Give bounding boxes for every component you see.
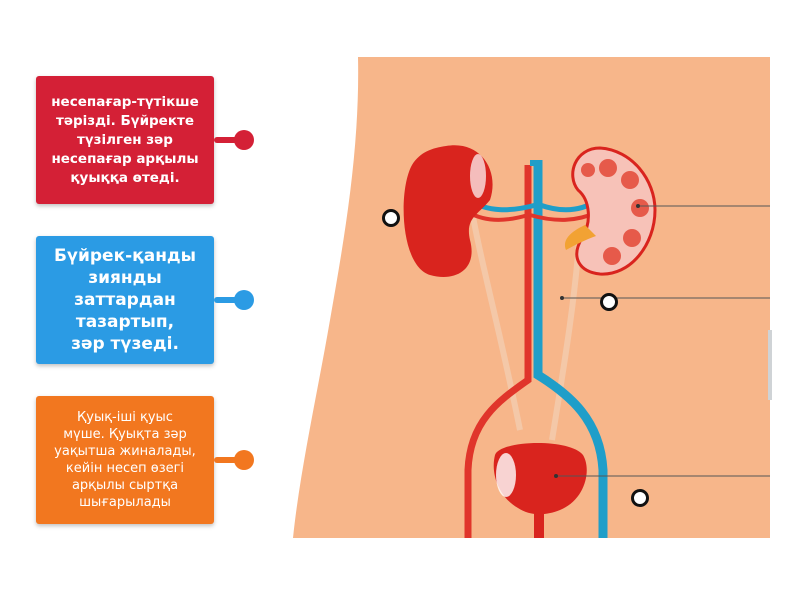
bladder-card-handle[interactable] <box>234 450 254 470</box>
bladder-description-text: Қуық-іші қуыс мүше. Қуықта зәр уақытша ж… <box>54 410 196 510</box>
bladder-highlight <box>496 453 516 497</box>
left-kidney-highlight <box>470 154 486 198</box>
kidney-description-text: Бүйрек-қанды зиянды заттардан тазартып, … <box>53 246 197 354</box>
ureter-card-handle[interactable] <box>234 130 254 150</box>
vena-cava <box>533 160 608 538</box>
bladder-card-connector <box>214 457 244 463</box>
pointer-dot-kidney <box>636 204 640 208</box>
ureter-card-connector <box>214 137 244 143</box>
pointer-dot-bladder <box>554 474 558 478</box>
aorta <box>464 165 532 538</box>
ureter-description-card[interactable]: несепағар-түтікше тәрізді. Бүйректе түзі… <box>36 76 214 204</box>
ureter-description-text: несепағар-түтікше тәрізді. Бүйректе түзі… <box>51 93 199 186</box>
kidney-description-card[interactable]: Бүйрек-қанды зиянды заттардан тазартып, … <box>36 236 214 364</box>
kidney-card-handle[interactable] <box>234 290 254 310</box>
bladder <box>493 442 587 515</box>
urethra <box>534 512 544 538</box>
pointer-dot-ureter <box>560 296 564 300</box>
kidney-card-connector <box>214 297 244 303</box>
bladder-description-card[interactable]: Қуық-іші қуыс мүше. Қуықта зәр уақытша ж… <box>36 396 214 524</box>
renal-pelvis <box>564 225 596 250</box>
drop-target-ureter[interactable] <box>600 293 618 311</box>
drop-target-bladder[interactable] <box>631 489 649 507</box>
drop-target-kidney[interactable] <box>382 209 400 227</box>
right-panel-edge <box>768 330 772 400</box>
vessel-top <box>530 160 542 166</box>
renal-pyramids <box>581 159 649 265</box>
